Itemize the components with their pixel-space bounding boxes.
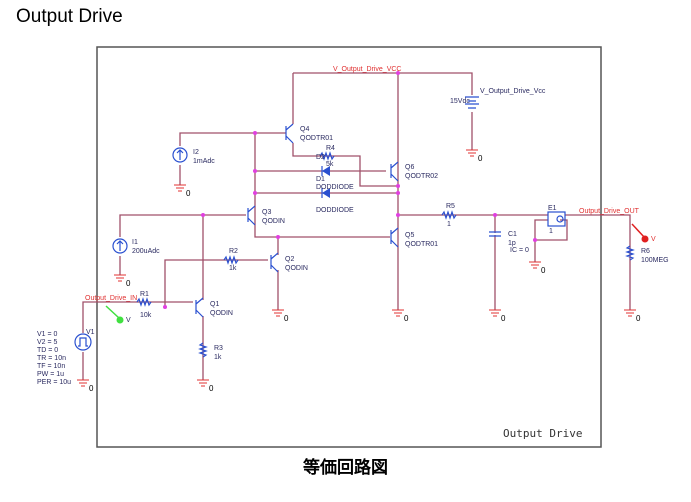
svg-text:QODTR02: QODTR02 (405, 173, 438, 180)
vcvs-e1[interactable]: E1 1 (547, 205, 566, 235)
svg-text:Q3: Q3 (262, 209, 271, 216)
resistor-r5[interactable]: R5 1 (441, 203, 457, 228)
ground-symbols (77, 149, 636, 387)
svg-text:V1: V1 (86, 329, 95, 336)
svg-text:I1: I1 (132, 239, 138, 246)
svg-text:1mAdc: 1mAdc (193, 158, 215, 165)
svg-text:QODIN: QODIN (210, 310, 233, 317)
svg-text:R4: R4 (326, 145, 335, 152)
svg-text:DODDIODE: DODDIODE (316, 184, 354, 191)
svg-text:D1: D1 (316, 176, 325, 183)
svg-text:R5: R5 (446, 203, 455, 210)
resistor-r4[interactable]: R4 5k (319, 145, 335, 168)
resistor-r1[interactable]: R1 10k (136, 291, 152, 319)
svg-text:5k: 5k (326, 161, 334, 168)
svg-text:QODTR01: QODTR01 (405, 241, 438, 248)
frame-title: Output Drive (503, 427, 582, 440)
svg-text:Q1: Q1 (210, 301, 219, 308)
svg-text:V: V (651, 236, 656, 243)
svg-text:1p: 1p (508, 240, 516, 247)
svg-text:V_Output_Drive_Vcc: V_Output_Drive_Vcc (480, 88, 546, 95)
svg-text:1: 1 (447, 221, 451, 228)
svg-text:DODDIODE: DODDIODE (316, 207, 354, 214)
svg-text:0: 0 (501, 314, 506, 323)
svg-text:V1 = 0: V1 = 0 (37, 331, 58, 338)
svg-text:Q4: Q4 (300, 126, 309, 133)
svg-text:R1: R1 (140, 291, 149, 298)
current-source-i1[interactable]: I1 200uAdc (112, 238, 160, 255)
resistor-r6[interactable]: R6 100MEG (625, 245, 669, 264)
current-source-i2[interactable]: I2 1mAdc (172, 147, 215, 165)
voltage-probe-in[interactable]: V (105, 305, 131, 324)
svg-text:1k: 1k (229, 265, 237, 272)
svg-text:1k: 1k (214, 354, 222, 361)
figure-caption: 等価回路図 (303, 458, 388, 477)
page-title: Output Drive (16, 6, 123, 27)
svg-text:0: 0 (284, 314, 289, 323)
svg-text:0: 0 (478, 154, 483, 163)
net-label-out: Output_Drive_OUT (579, 208, 640, 215)
svg-text:1: 1 (549, 228, 553, 235)
resistor-r2[interactable]: R2 1k (223, 248, 239, 272)
svg-text:15Vdc: 15Vdc (450, 98, 470, 105)
junctions (163, 71, 537, 309)
svg-text:TF = 10n: TF = 10n (37, 363, 65, 370)
schematic-frame (96, 46, 602, 448)
svg-text:QODTR01: QODTR01 (300, 135, 333, 142)
svg-text:QODIN: QODIN (262, 218, 285, 225)
svg-text:0: 0 (541, 266, 546, 275)
svg-text:D2: D2 (316, 154, 325, 161)
svg-text:Q5: Q5 (405, 232, 414, 239)
svg-text:V: V (126, 317, 131, 324)
svg-text:QODIN: QODIN (285, 265, 308, 272)
svg-text:TD = 0: TD = 0 (37, 347, 58, 354)
ground-labels: 0 0 0 0 0 0 0 0 0 0 (89, 154, 641, 393)
net-label-vcc: V_Output_Drive_VCC (333, 66, 401, 73)
svg-text:0: 0 (186, 189, 191, 198)
svg-text:100MEG: 100MEG (641, 257, 669, 264)
diode-d2[interactable]: D2 (316, 154, 330, 176)
svg-text:R3: R3 (214, 345, 223, 352)
svg-text:TR = 10n: TR = 10n (37, 355, 66, 362)
svg-text:R2: R2 (229, 248, 238, 255)
svg-text:IC = 0: IC = 0 (510, 247, 529, 254)
svg-text:I2: I2 (193, 149, 199, 156)
svg-text:Q6: Q6 (405, 164, 414, 171)
net-label-in: Output_Drive_IN (85, 295, 137, 302)
svg-text:0: 0 (209, 384, 214, 393)
svg-text:E1: E1 (548, 205, 557, 212)
svg-text:0: 0 (89, 384, 94, 393)
svg-text:V2 = 5: V2 = 5 (37, 339, 58, 346)
svg-text:C1: C1 (508, 231, 517, 238)
voltage-probe-out[interactable]: V (631, 223, 656, 243)
dc-source-vcc[interactable]: 15Vdc V_Output_Drive_Vcc (450, 88, 546, 109)
svg-text:PER = 10u: PER = 10u (37, 379, 71, 386)
svg-text:200uAdc: 200uAdc (132, 248, 160, 255)
svg-text:0: 0 (636, 314, 641, 323)
svg-text:0: 0 (126, 279, 131, 288)
svg-text:PW = 1u: PW = 1u (37, 371, 64, 378)
svg-text:Q2: Q2 (285, 256, 294, 263)
svg-text:10k: 10k (140, 312, 152, 319)
svg-text:0: 0 (404, 314, 409, 323)
svg-text:R6: R6 (641, 248, 650, 255)
